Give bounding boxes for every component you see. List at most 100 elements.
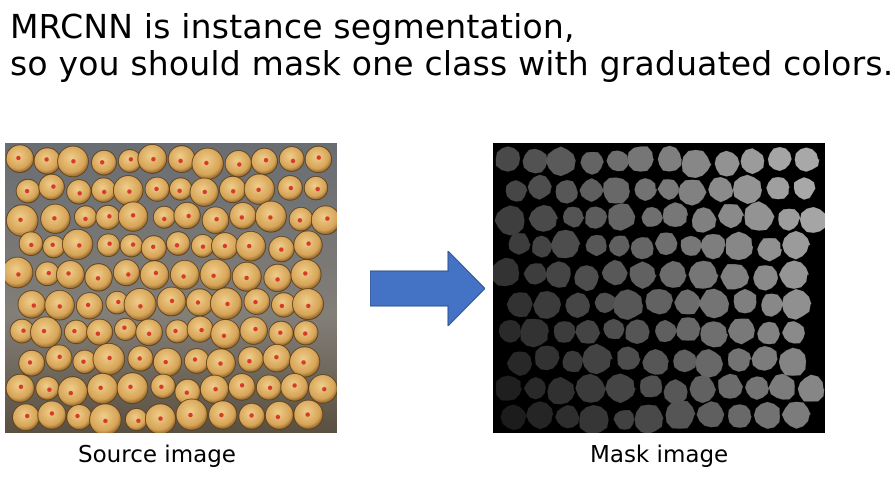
mask-instance <box>603 177 631 204</box>
log-marker-dot <box>244 275 249 281</box>
title-line-1: MRCNN is instance segmentation, <box>10 7 575 46</box>
mask-instance <box>768 373 795 400</box>
log-marker-dot <box>128 157 134 162</box>
mask-instance <box>727 348 752 372</box>
source-image-caption: Source image <box>78 442 236 468</box>
log-marker-dot <box>218 361 223 366</box>
mask-instance <box>794 147 820 172</box>
mask-instance <box>708 177 734 203</box>
mask-instance <box>778 208 801 231</box>
mask-instance <box>493 257 520 287</box>
mask-instance <box>579 405 609 433</box>
mask-instance <box>766 177 790 200</box>
log-marker-dot <box>275 277 280 282</box>
log-end <box>278 146 305 172</box>
log-marker-dot <box>57 354 62 359</box>
log-marker-dot <box>128 384 133 389</box>
mask-instance <box>585 234 607 257</box>
right-arrow-icon <box>370 251 485 326</box>
mask-instance <box>714 150 740 177</box>
log-marker-dot <box>178 158 183 164</box>
log-marker-dot <box>177 188 182 193</box>
log-marker-dot <box>239 383 245 388</box>
log-marker-dot <box>27 360 33 365</box>
log-end <box>237 346 264 373</box>
mask-instance <box>753 401 781 429</box>
log-marker-dot <box>159 384 164 389</box>
log-end <box>86 318 113 346</box>
mask-instance <box>533 291 562 319</box>
log-marker-dot <box>95 276 101 281</box>
log-marker-dot <box>130 213 136 218</box>
mask-instance <box>523 377 546 400</box>
mask-instance <box>565 292 591 318</box>
mask-instance <box>700 321 729 348</box>
log-marker-dot <box>16 272 21 277</box>
mask-instance <box>527 174 552 200</box>
log-marker-dot <box>263 158 269 163</box>
mask-instance <box>733 174 763 204</box>
log-marker-dot <box>46 270 51 276</box>
log-marker-dot <box>174 243 180 248</box>
log-marker-dot <box>50 242 55 247</box>
mask-instance <box>601 259 628 286</box>
mask-instance <box>495 375 523 401</box>
mask-instance <box>532 235 553 258</box>
log-end <box>17 290 46 319</box>
log-marker-dot <box>274 355 279 360</box>
mask-instance <box>689 375 717 404</box>
mask-instance <box>495 146 521 172</box>
log-marker-dot <box>21 328 26 333</box>
log-marker-dot <box>102 189 107 195</box>
log-marker-dot <box>195 300 201 305</box>
mask-instance <box>494 205 525 236</box>
mask-instance <box>634 178 658 201</box>
log-marker-dot <box>107 214 112 219</box>
mask-instance <box>745 376 770 400</box>
mask-instance <box>582 343 613 375</box>
mask-instance <box>663 379 688 405</box>
mask-instance <box>603 318 625 339</box>
log-marker-dot <box>222 243 228 249</box>
mask-instance <box>639 375 663 398</box>
log-marker-dot <box>107 355 112 361</box>
log-end <box>89 403 122 433</box>
mask-instance <box>698 288 730 319</box>
mask-instance <box>678 179 707 206</box>
log-marker-dot <box>49 411 55 416</box>
log-end <box>35 376 60 401</box>
log-marker-dot <box>279 303 285 309</box>
mask-instance <box>508 233 531 255</box>
mask-instance <box>642 349 670 375</box>
mask-instance <box>613 410 635 430</box>
mask-instance <box>506 292 533 318</box>
log-marker-dot <box>202 189 207 195</box>
mask-instance <box>498 319 521 343</box>
log-marker-dot <box>57 304 62 309</box>
mask-instance <box>700 234 726 260</box>
mask-instance <box>718 373 744 399</box>
log-marker-dot <box>221 333 227 338</box>
log-marker-dot <box>31 303 36 308</box>
mask-instance <box>520 318 550 348</box>
log-end <box>210 319 241 350</box>
mask-instance <box>608 235 630 257</box>
log-marker-dot <box>288 185 294 191</box>
log-end <box>184 348 210 374</box>
log-marker-dot <box>18 384 24 389</box>
log-marker-dot <box>211 273 216 278</box>
log-marker-dot <box>188 412 193 418</box>
mask-instance <box>657 179 680 200</box>
log-marker-dot <box>158 416 163 421</box>
mask-instance <box>545 261 571 288</box>
mask-instance <box>688 260 719 289</box>
mask-instance <box>744 201 775 231</box>
log-marker-dot <box>279 247 284 252</box>
log-marker-dot <box>41 328 47 334</box>
mask-instance <box>605 373 636 404</box>
mask-instance <box>608 203 636 231</box>
mask-instance <box>753 265 779 291</box>
log-end <box>125 408 148 431</box>
page-title: MRCNN is instance segmentation, so you s… <box>10 8 893 82</box>
log-marker-dot <box>181 274 186 279</box>
